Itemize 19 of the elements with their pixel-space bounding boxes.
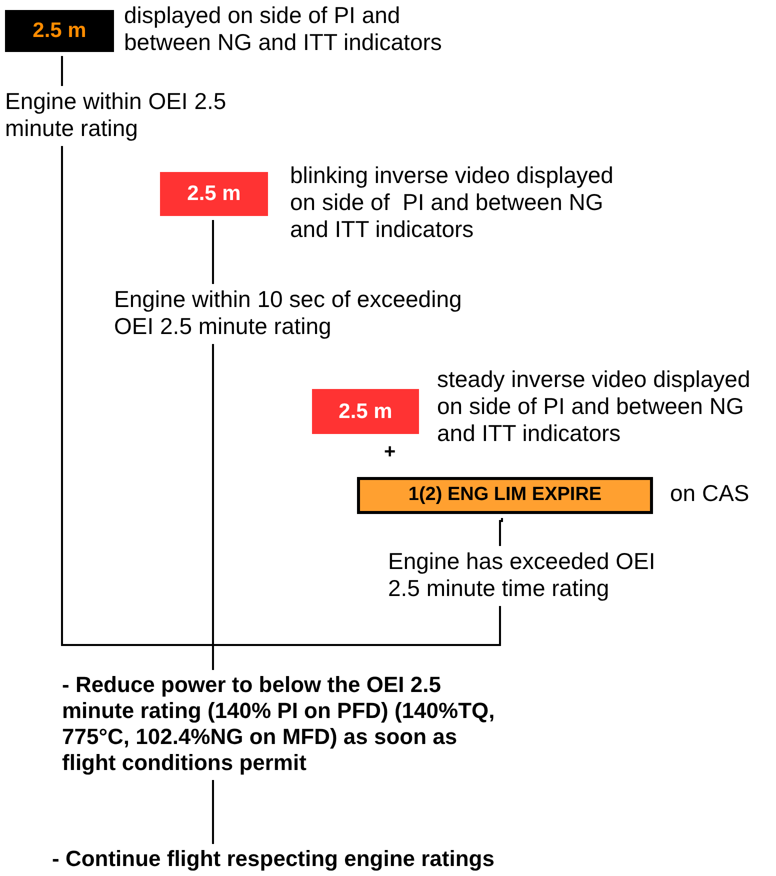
warning-indicator: 2.5 m xyxy=(312,389,419,434)
plus-sign: + xyxy=(384,440,396,464)
indicator-note: steady inverse video displayed on side of PI and between NG and ITT indicators xyxy=(437,366,752,447)
connector-line xyxy=(212,780,214,844)
indicator-note: blinking inverse video displayed on side of PI and between NG and ITT indicators xyxy=(290,162,614,243)
connector-line xyxy=(212,606,501,670)
connector-line xyxy=(499,518,503,546)
display-indicator: 2.5 m xyxy=(5,10,114,52)
warning-indicator: 2.5 m xyxy=(160,172,268,216)
connector-line xyxy=(61,56,63,86)
indicator-note: on CAS xyxy=(670,480,750,507)
action-text: - Reduce power to below the OEI 2.5 minute rating (140% PI on PFD) (140%TQ, 775°C, 102.4%NG on MFD) as soon as flight conditions permit xyxy=(62,672,512,776)
connector-line xyxy=(212,220,214,284)
caution-message-box: 1(2) ENG LIM EXPIRE xyxy=(357,477,653,514)
indicator-note: displayed on side of PI and between NG and ITT indicators xyxy=(124,2,443,56)
action-text: - Continue flight respecting engine ratings xyxy=(52,846,592,872)
condition-text: Engine within OEI 2.5 minute rating xyxy=(5,88,250,142)
condition-text: Engine within 10 sec of exceeding OEI 2.5 minute rating xyxy=(114,286,482,340)
condition-text: Engine has exceeded OEI 2.5 minute time rating xyxy=(388,548,678,602)
